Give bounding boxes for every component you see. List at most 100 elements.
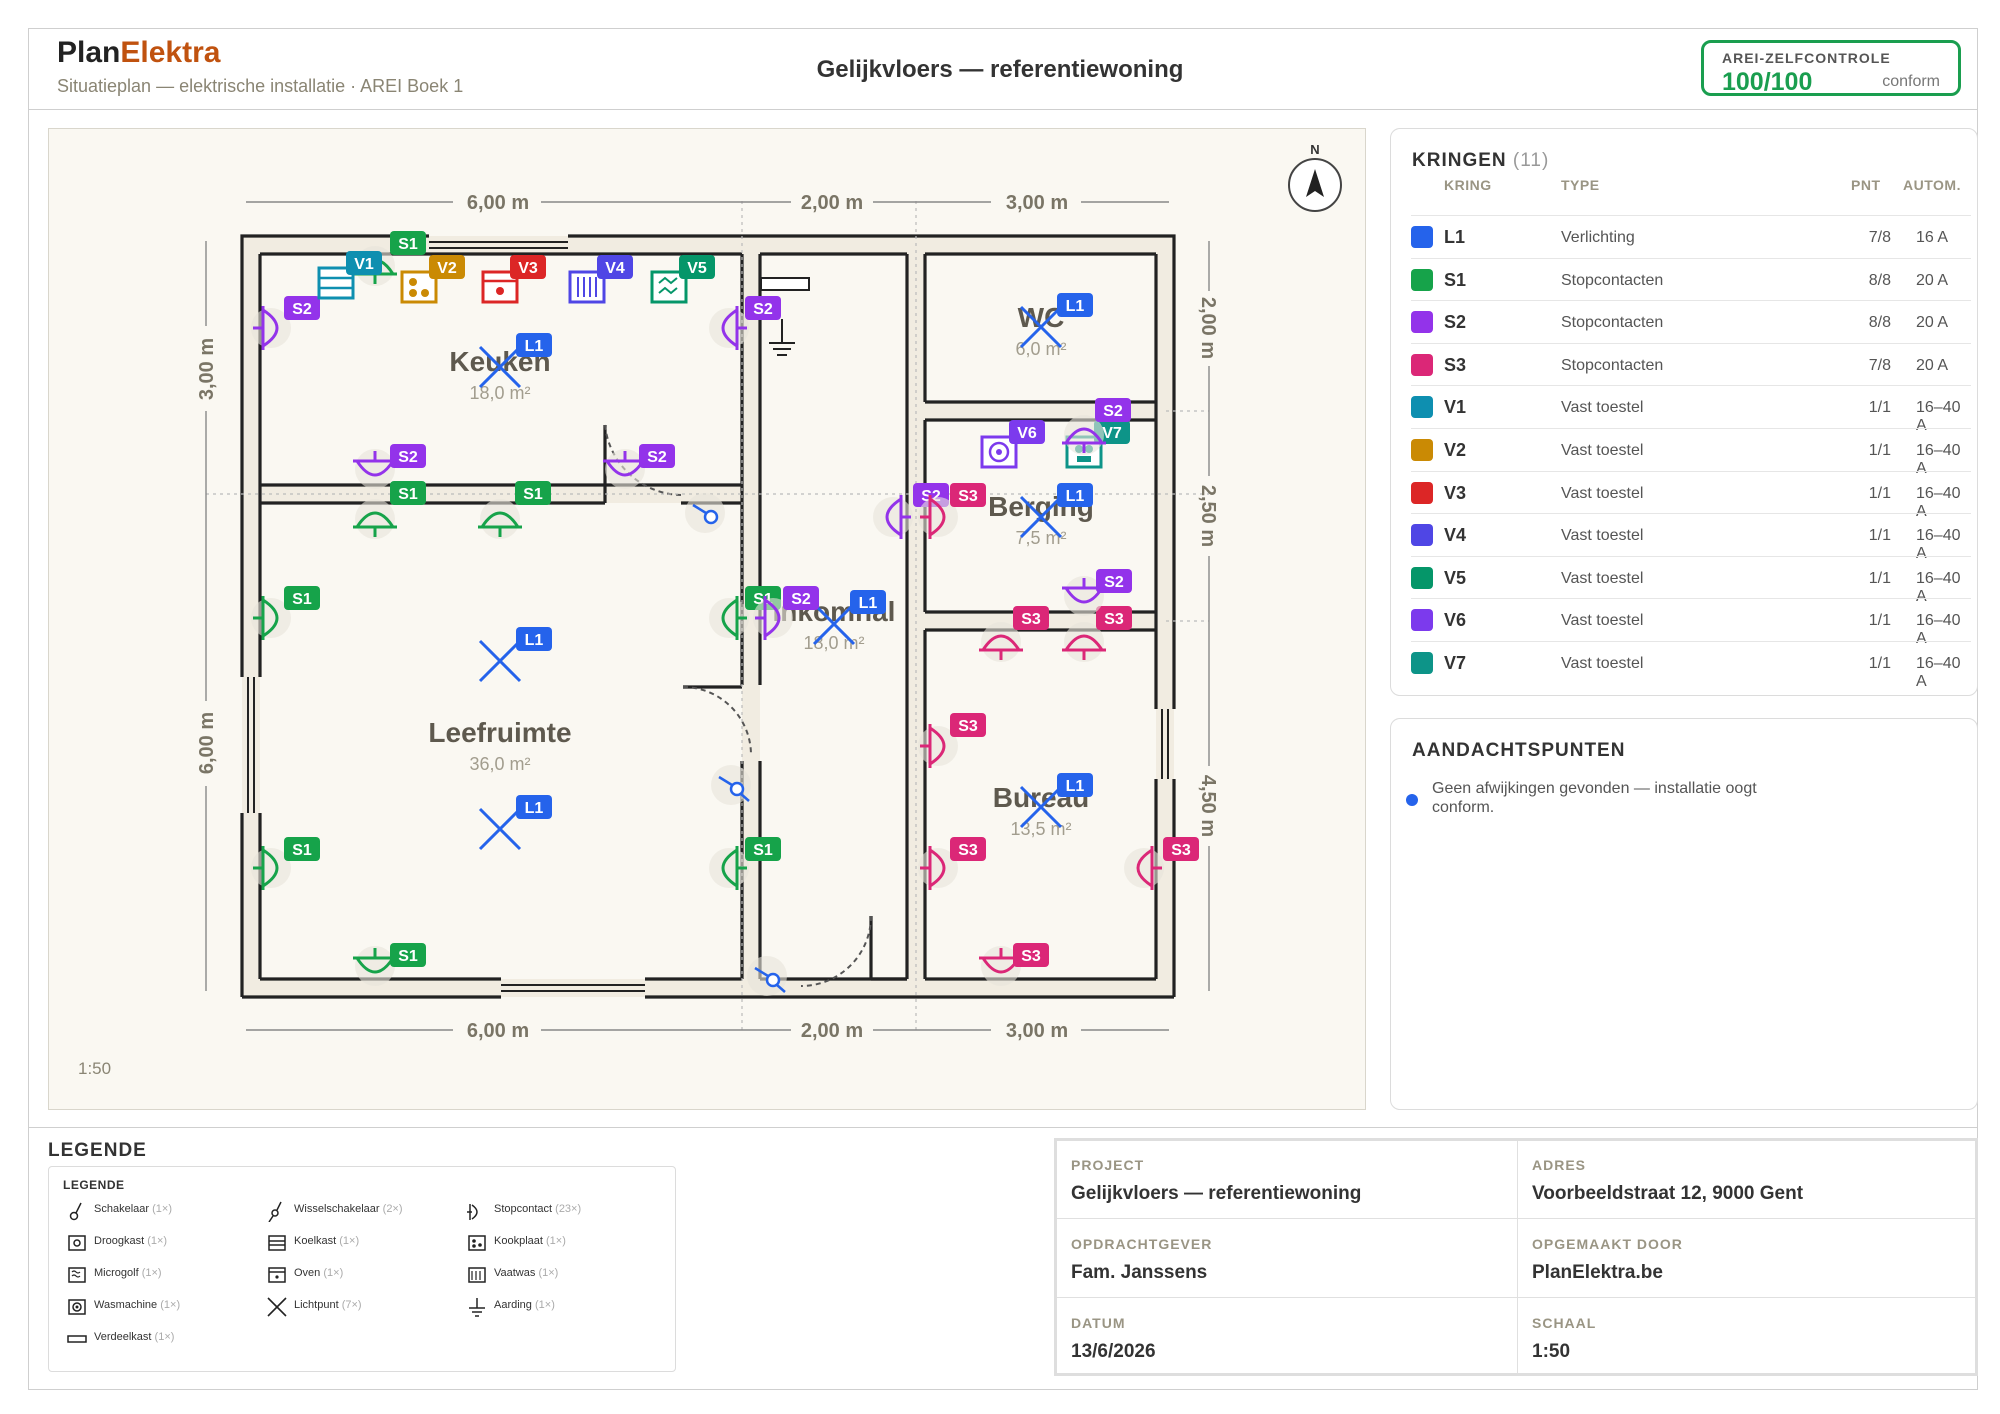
svg-text:S1: S1 xyxy=(292,591,312,608)
kring-breaker: 20 A xyxy=(1916,356,1949,374)
circuit-badge-s3: S3 xyxy=(950,483,986,507)
kring-color-swatch xyxy=(1411,311,1433,334)
socket-icon xyxy=(753,596,793,640)
aandacht-title: AANDACHTSPUNTEN xyxy=(1412,740,1626,761)
circuit-badge-l1: L1 xyxy=(516,627,552,651)
circuit-badge-v3: V3 xyxy=(510,255,546,279)
kring-type: Verlichting xyxy=(1561,229,1635,246)
kring-color-swatch xyxy=(1411,226,1433,248)
svg-text:S2: S2 xyxy=(791,591,811,608)
circuit-badge-l1: L1 xyxy=(1057,773,1093,797)
header-divider xyxy=(28,109,1978,110)
light-point-icon xyxy=(267,1297,287,1317)
kring-name: S2 xyxy=(1444,312,1467,333)
kring-name: V3 xyxy=(1444,482,1467,503)
col-header-pnt: PNT xyxy=(1851,177,1881,193)
circuit-badge-s3: S3 xyxy=(950,713,986,737)
circuit-badge-s2: S2 xyxy=(783,586,819,610)
svg-text:L1: L1 xyxy=(525,338,544,355)
socket-icon xyxy=(979,622,1023,662)
kring-breaker: 16–40 A xyxy=(1916,655,1961,690)
circuit-badge-l1: L1 xyxy=(516,333,552,357)
socket-icon xyxy=(478,499,522,539)
dryer-icon xyxy=(68,1235,86,1251)
socket-icon xyxy=(353,499,397,539)
door-swings xyxy=(604,424,872,987)
kring-name: V6 xyxy=(1444,610,1467,631)
north-label: N xyxy=(1310,142,1319,157)
oven-icon xyxy=(268,1267,286,1283)
fridge-icon xyxy=(268,1235,286,1251)
kring-breaker: 16–40 A xyxy=(1916,442,1961,477)
dim-bottom-2: 2,00 m xyxy=(801,1020,863,1042)
circuit-badge-l1: L1 xyxy=(850,590,886,614)
dim-top-3: 3,00 m xyxy=(1006,192,1068,214)
circuit-badge-s1: S1 xyxy=(390,943,426,967)
kring-type: Vast toestel xyxy=(1561,655,1644,672)
svg-text:V3: V3 xyxy=(518,260,538,277)
floor-plan: 6,00 m 2,00 m 3,00 m 6,00 m 2,00 m 3,00 … xyxy=(48,128,1366,1110)
socket-icon xyxy=(251,306,291,350)
circuit-badge-v2: V2 xyxy=(429,255,465,279)
socket-icon xyxy=(467,1204,478,1220)
svg-text:S1: S1 xyxy=(753,842,773,859)
svg-text:L1: L1 xyxy=(1066,778,1085,795)
kring-type: Vast toestel xyxy=(1561,442,1644,459)
socket-icon xyxy=(918,846,958,890)
circuit-badge-s1: S1 xyxy=(390,231,426,255)
room-area-inkomhal: 18,0 m² xyxy=(803,633,864,653)
washing-machine-icon xyxy=(68,1299,86,1315)
legend-box xyxy=(48,1166,676,1372)
circuit-badge-s2: S2 xyxy=(284,296,320,320)
circuit-badge-s2: S2 xyxy=(1096,569,1132,593)
north-arrow-icon xyxy=(1306,169,1324,197)
cooktop-icon xyxy=(468,1235,486,1251)
kring-breaker: 16 A xyxy=(1916,229,1949,246)
room-area-berging: 7,5 m² xyxy=(1015,528,1066,548)
kring-color-swatch xyxy=(1411,353,1433,376)
earth-icon xyxy=(769,319,795,356)
kring-points: 1/1 xyxy=(1868,612,1891,630)
svg-text:L1: L1 xyxy=(525,800,544,817)
kring-name: L1 xyxy=(1444,227,1466,247)
socket-icon xyxy=(918,495,958,539)
kring-breaker: 20 A xyxy=(1916,314,1949,332)
dim-left-1: 3,00 m xyxy=(196,338,218,400)
legend-item-washing-machine: Wasmachine (1×) xyxy=(66,1294,256,1318)
info-bullet-icon xyxy=(1406,794,1418,806)
subtitle: Situatieplan — elektrische installatie ·… xyxy=(57,76,464,96)
circuit-badge-s3: S3 xyxy=(950,837,986,861)
dim-right-1: 2,00 m xyxy=(1197,297,1219,359)
dim-top-1: 6,00 m xyxy=(467,192,529,214)
page-frame xyxy=(28,28,1978,1390)
light-point-icon xyxy=(478,345,522,389)
svg-text:S2: S2 xyxy=(292,301,312,318)
kring-breaker: 16–40 A xyxy=(1916,569,1961,605)
compass: N xyxy=(1288,142,1342,212)
distribution-board xyxy=(760,277,810,356)
svg-text:S2: S2 xyxy=(1103,403,1123,420)
legend-inner-title: LEGENDE xyxy=(63,1178,125,1192)
aandacht-text: Geen afwijkingen gevonden — installatie … xyxy=(1432,780,1757,816)
circuit-badge-s1: S1 xyxy=(390,481,426,505)
kring-breaker: 20 A xyxy=(1916,271,1949,289)
kring-type: Stopcontacten xyxy=(1561,314,1664,332)
kring-type: Vast toestel xyxy=(1561,569,1644,587)
kring-type: Vast toestel xyxy=(1561,527,1644,545)
svg-text:S2: S2 xyxy=(647,449,667,466)
kring-name: V2 xyxy=(1444,440,1467,460)
svg-text:S2: S2 xyxy=(398,449,418,466)
dim-top-2: 2,00 m xyxy=(801,192,863,214)
circuit-badge-l1: L1 xyxy=(1057,483,1093,507)
